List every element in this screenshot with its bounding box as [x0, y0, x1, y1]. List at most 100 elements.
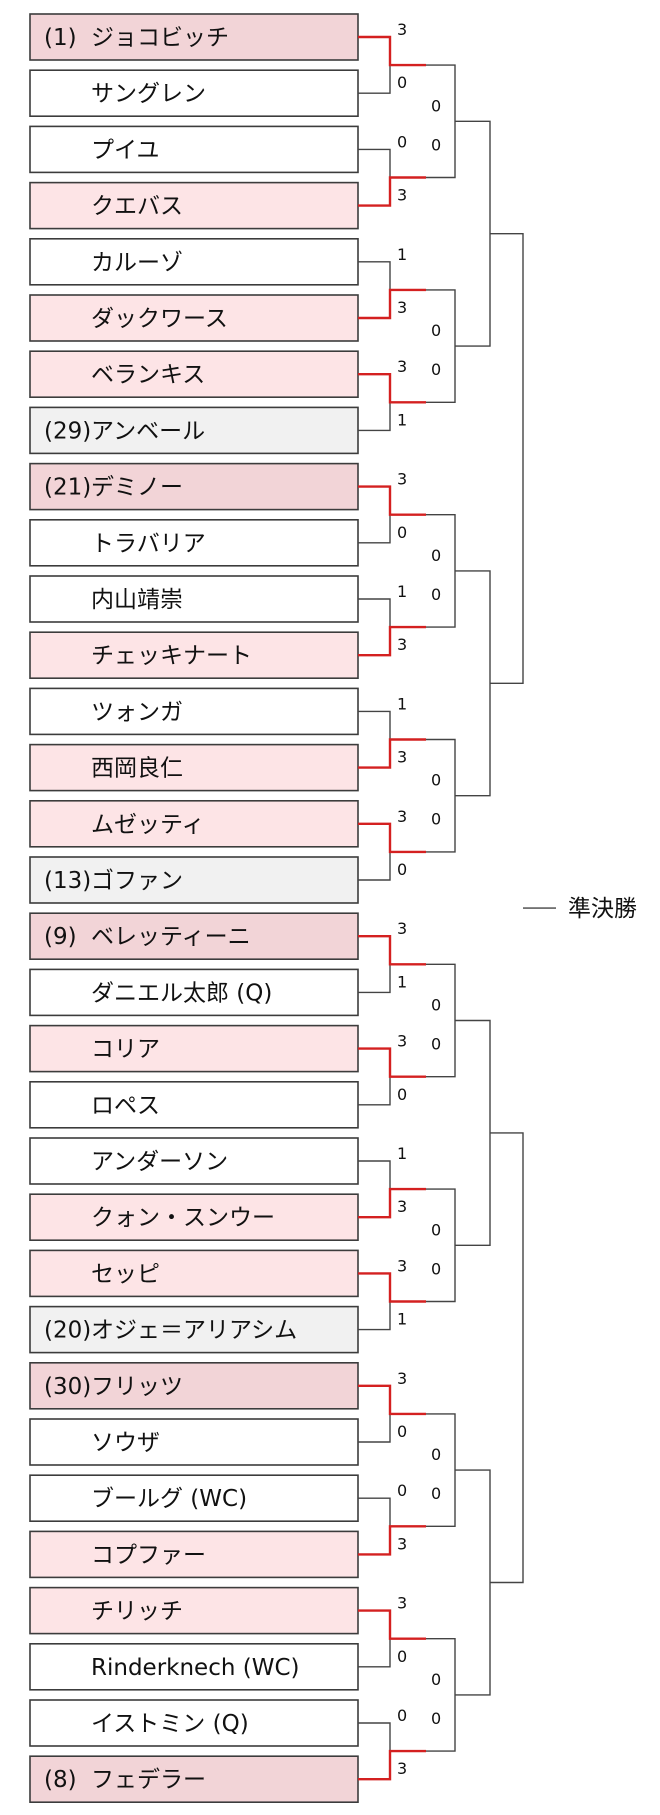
winner-line [358, 1187, 426, 1219]
player-seed: (29) [44, 418, 91, 444]
match-score: 0 [431, 771, 441, 790]
match-line [358, 710, 391, 740]
player-box [29, 125, 359, 174]
match-score: 0 [397, 1706, 407, 1725]
winner-line [358, 1384, 426, 1416]
winner-line [358, 822, 426, 854]
player-name: コリア [91, 1037, 160, 1063]
player-box [29, 518, 359, 567]
player-box [29, 1081, 359, 1129]
match-score: 0 [397, 1481, 407, 1500]
player-box [29, 575, 359, 623]
player-name: ムゼッティ [91, 812, 205, 838]
player-name: チェッキナート [91, 643, 252, 669]
player-name: ツォンガ [91, 699, 183, 725]
match-score: 0 [397, 1647, 407, 1666]
match-score: 1 [397, 1310, 407, 1329]
match-score: 3 [397, 1256, 407, 1275]
player-box [29, 406, 359, 455]
match-score: 3 [397, 20, 407, 39]
player-box [29, 799, 359, 848]
player-box [29, 631, 359, 680]
player-name: デミノー [91, 475, 183, 501]
match-score: 0 [431, 1035, 441, 1054]
match-line [358, 148, 391, 178]
player-name: イストミン (Q) [91, 1711, 249, 1737]
match-line [455, 1019, 491, 1246]
player-box [29, 1024, 359, 1073]
match-score: 0 [431, 810, 441, 829]
match-score: 1 [397, 410, 407, 429]
player-name: クォン・スンウー [91, 1205, 275, 1231]
match-score: 0 [431, 1484, 441, 1503]
match-score: 0 [397, 1085, 407, 1104]
match-line [358, 261, 391, 290]
winner-line [358, 176, 426, 207]
player-seed: (13) [44, 868, 91, 894]
match-line [426, 963, 456, 1078]
match-line [358, 1638, 391, 1668]
player-box [29, 743, 359, 792]
winner-line [358, 738, 426, 769]
player-name: コプファー [91, 1542, 206, 1568]
match-score: 3 [397, 807, 407, 826]
player-name: ベランキス [91, 362, 205, 388]
match-score: 0 [431, 585, 441, 604]
match-score: 3 [397, 1759, 407, 1778]
match-line [426, 1638, 456, 1752]
player-name: ダニエル太郎 (Q) [91, 980, 272, 1006]
player-name: プイユ [91, 137, 160, 163]
player-box [29, 462, 359, 511]
match-score: 1 [397, 972, 407, 991]
player-seed: (9) [44, 924, 77, 950]
match-score: 0 [431, 360, 441, 379]
match-score: 1 [397, 1144, 407, 1163]
match-score: 3 [397, 1534, 407, 1553]
match-line [426, 64, 456, 179]
winner-line [358, 1525, 426, 1556]
match-score: 0 [431, 135, 441, 154]
match-score: 3 [397, 748, 407, 767]
match-score: 3 [397, 1032, 407, 1051]
match-line [358, 65, 391, 94]
winner-line [358, 288, 426, 320]
match-line [490, 233, 524, 684]
match-score: 0 [431, 96, 441, 115]
winner-line [358, 373, 426, 404]
player-box [29, 294, 359, 342]
player-box [29, 968, 359, 1017]
match-line [358, 1160, 391, 1190]
match-score: 3 [397, 1369, 407, 1388]
player-name: ソウザ [91, 1430, 160, 1456]
match-line [358, 1413, 391, 1443]
player-name: クエバス [91, 194, 183, 220]
match-line [358, 964, 391, 994]
player-seed: (1) [44, 25, 77, 51]
player-seed: (21) [44, 475, 91, 501]
match-score: 0 [431, 1259, 441, 1278]
match-score: 3 [397, 635, 407, 654]
match-score: 0 [397, 73, 407, 92]
player-seed: (8) [44, 1767, 77, 1793]
winner-line [358, 625, 426, 657]
match-score: 3 [397, 1594, 407, 1613]
player-name: フェデラー [91, 1767, 206, 1793]
player-box [29, 1249, 359, 1298]
player-box [29, 69, 359, 117]
match-score: 1 [397, 245, 407, 264]
match-line [358, 514, 391, 544]
player-name: ベレッティーニ [91, 924, 251, 950]
winner-line [358, 1609, 426, 1640]
match-line [490, 1132, 524, 1584]
match-score: 3 [397, 298, 407, 317]
match-score: 3 [397, 186, 407, 205]
match-line [358, 1076, 391, 1106]
match-line [358, 851, 391, 881]
player-box [29, 1193, 359, 1241]
player-name: 内山靖崇 [91, 587, 183, 613]
match-score: 0 [431, 996, 441, 1015]
player-name: フリッツ [91, 1374, 183, 1400]
player-name: ブールグ (WC) [91, 1486, 247, 1512]
match-line [455, 1469, 491, 1696]
